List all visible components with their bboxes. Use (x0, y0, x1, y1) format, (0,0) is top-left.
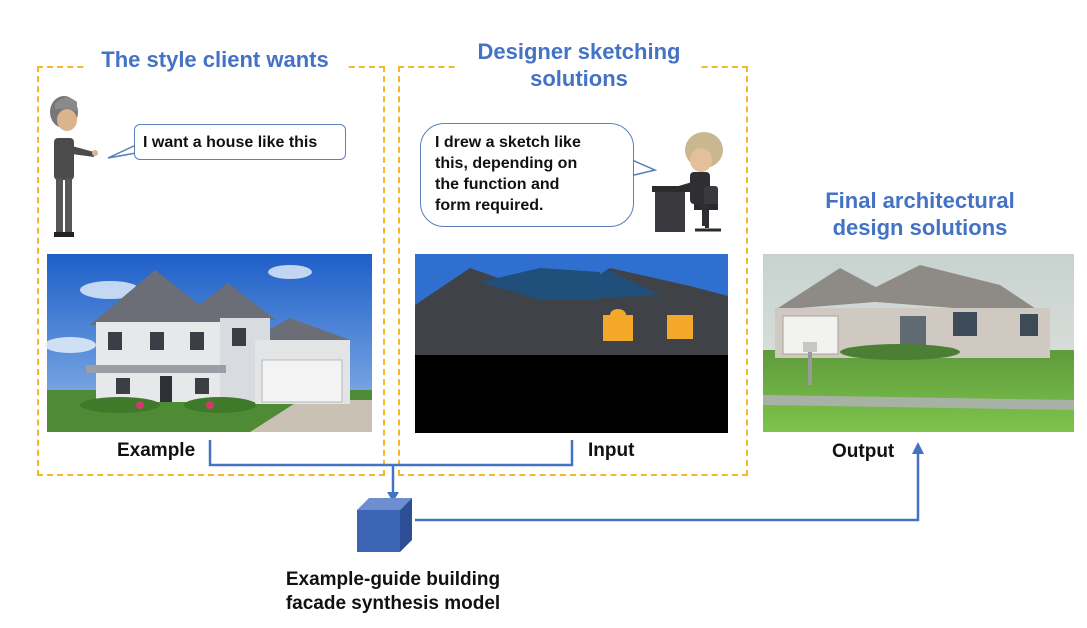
designer-title-line2: solutions (530, 66, 628, 91)
speech-bubble-icon (107, 143, 137, 159)
final-panel-title: Final architectural design solutions (810, 187, 1030, 241)
client-person-icon (50, 96, 98, 237)
client-speech-bubble: I want a house like this (134, 124, 346, 160)
input-sketch-image (415, 254, 728, 433)
designer-speech-line2: this, depending on (435, 155, 578, 172)
input-caption: Input (588, 440, 635, 461)
flow-connectors (208, 440, 920, 522)
arrow-to-output (912, 442, 924, 454)
designer-speech-line4: form required. (435, 197, 544, 214)
designer-title-line1: Designer sketching (477, 39, 681, 64)
model-label-line1: Example-guide building (285, 569, 501, 590)
output-caption: Output (832, 441, 895, 462)
designer-panel-title: Designer sketching solutions (458, 38, 700, 92)
example-house-image (44, 254, 372, 432)
designer-speech-line1: I drew a sketch like (435, 134, 581, 151)
model-label: Example-guide building facade synthesis … (253, 568, 533, 616)
model-cube-icon (357, 498, 412, 552)
designer-speech-bubble: I drew a sketch like this, depending on … (420, 123, 634, 227)
final-title-line2: design solutions (832, 215, 1008, 240)
output-house-image (763, 254, 1074, 432)
designer-at-desk-icon (652, 132, 723, 232)
arrow-to-model (387, 492, 399, 502)
client-panel-title: The style client wants (84, 46, 346, 73)
model-label-line2: facade synthesis model (285, 593, 501, 614)
final-title-line1: Final architectural (825, 188, 1015, 213)
designer-speech-line3: the function and (435, 176, 560, 193)
example-caption: Example (117, 440, 196, 461)
